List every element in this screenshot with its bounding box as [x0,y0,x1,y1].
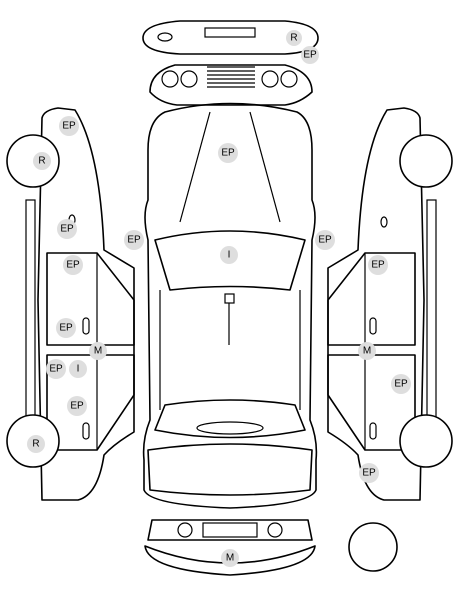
rear-tail-panel[interactable] [149,64,313,106]
badge-left-handle-ep[interactable]: EP [56,318,76,338]
badge-left-rear-wheel-r[interactable]: R [33,152,51,170]
badge-right-pillar-m[interactable]: M [358,342,376,360]
svg-text:EP: EP [60,224,74,235]
badge-left-fuel-ep[interactable]: EP [57,219,77,239]
badge-left-front-wheel-r[interactable]: R [27,435,45,453]
svg-text:EP: EP [318,235,332,246]
right-rear-wheel[interactable] [399,134,453,188]
right-front-wheel[interactable] [399,414,453,468]
badge-right-rear-door-ep[interactable]: EP [368,255,388,275]
svg-text:M: M [94,346,102,357]
badge-trunk-lid-r[interactable]: R [286,30,302,46]
svg-text:R: R [38,156,45,167]
badge-left-fender-ep[interactable]: EP [59,116,79,136]
badge-left-front-door-i[interactable]: I [69,360,87,378]
svg-text:EP: EP [59,323,73,334]
svg-text:EP: EP [127,235,141,246]
svg-text:EP: EP [362,468,376,479]
badge-left-rear-door-ep[interactable]: EP [63,255,83,275]
svg-text:I: I [77,364,80,375]
badge-right-front-door-ep[interactable]: EP [391,374,411,394]
spare-wheel[interactable] [348,522,398,572]
badge-trunk-lid-ep[interactable]: EP [301,46,319,64]
badge-mirror-right-ep[interactable]: EP [315,230,335,250]
svg-text:R: R [32,439,39,450]
badge-left-lower-ep[interactable]: EP [67,396,87,416]
svg-text:EP: EP [62,121,76,132]
front-bumper[interactable] [144,519,316,576]
badge-right-fender-ep[interactable]: EP [359,463,379,483]
svg-text:EP: EP [49,364,63,375]
svg-text:EP: EP [303,50,317,61]
badge-left-front-door-ep[interactable]: EP [46,359,66,379]
svg-text:M: M [226,553,234,564]
badge-mirror-left-ep[interactable]: EP [124,230,144,250]
svg-text:R: R [290,33,297,44]
svg-text:EP: EP [66,260,80,271]
badge-roof-ep[interactable]: EP [218,143,238,163]
badge-left-pillar-m[interactable]: M [89,342,107,360]
svg-text:M: M [363,346,371,357]
svg-text:I: I [228,250,231,261]
car-body-top-view[interactable] [142,102,318,509]
badge-windshield-i[interactable]: I [220,246,238,264]
svg-text:EP: EP [371,260,385,271]
badge-bumper-m[interactable]: M [221,549,239,567]
svg-text:EP: EP [394,379,408,390]
svg-text:EP: EP [70,401,84,412]
svg-text:EP: EP [221,148,235,159]
trunk-lid[interactable] [142,20,319,55]
